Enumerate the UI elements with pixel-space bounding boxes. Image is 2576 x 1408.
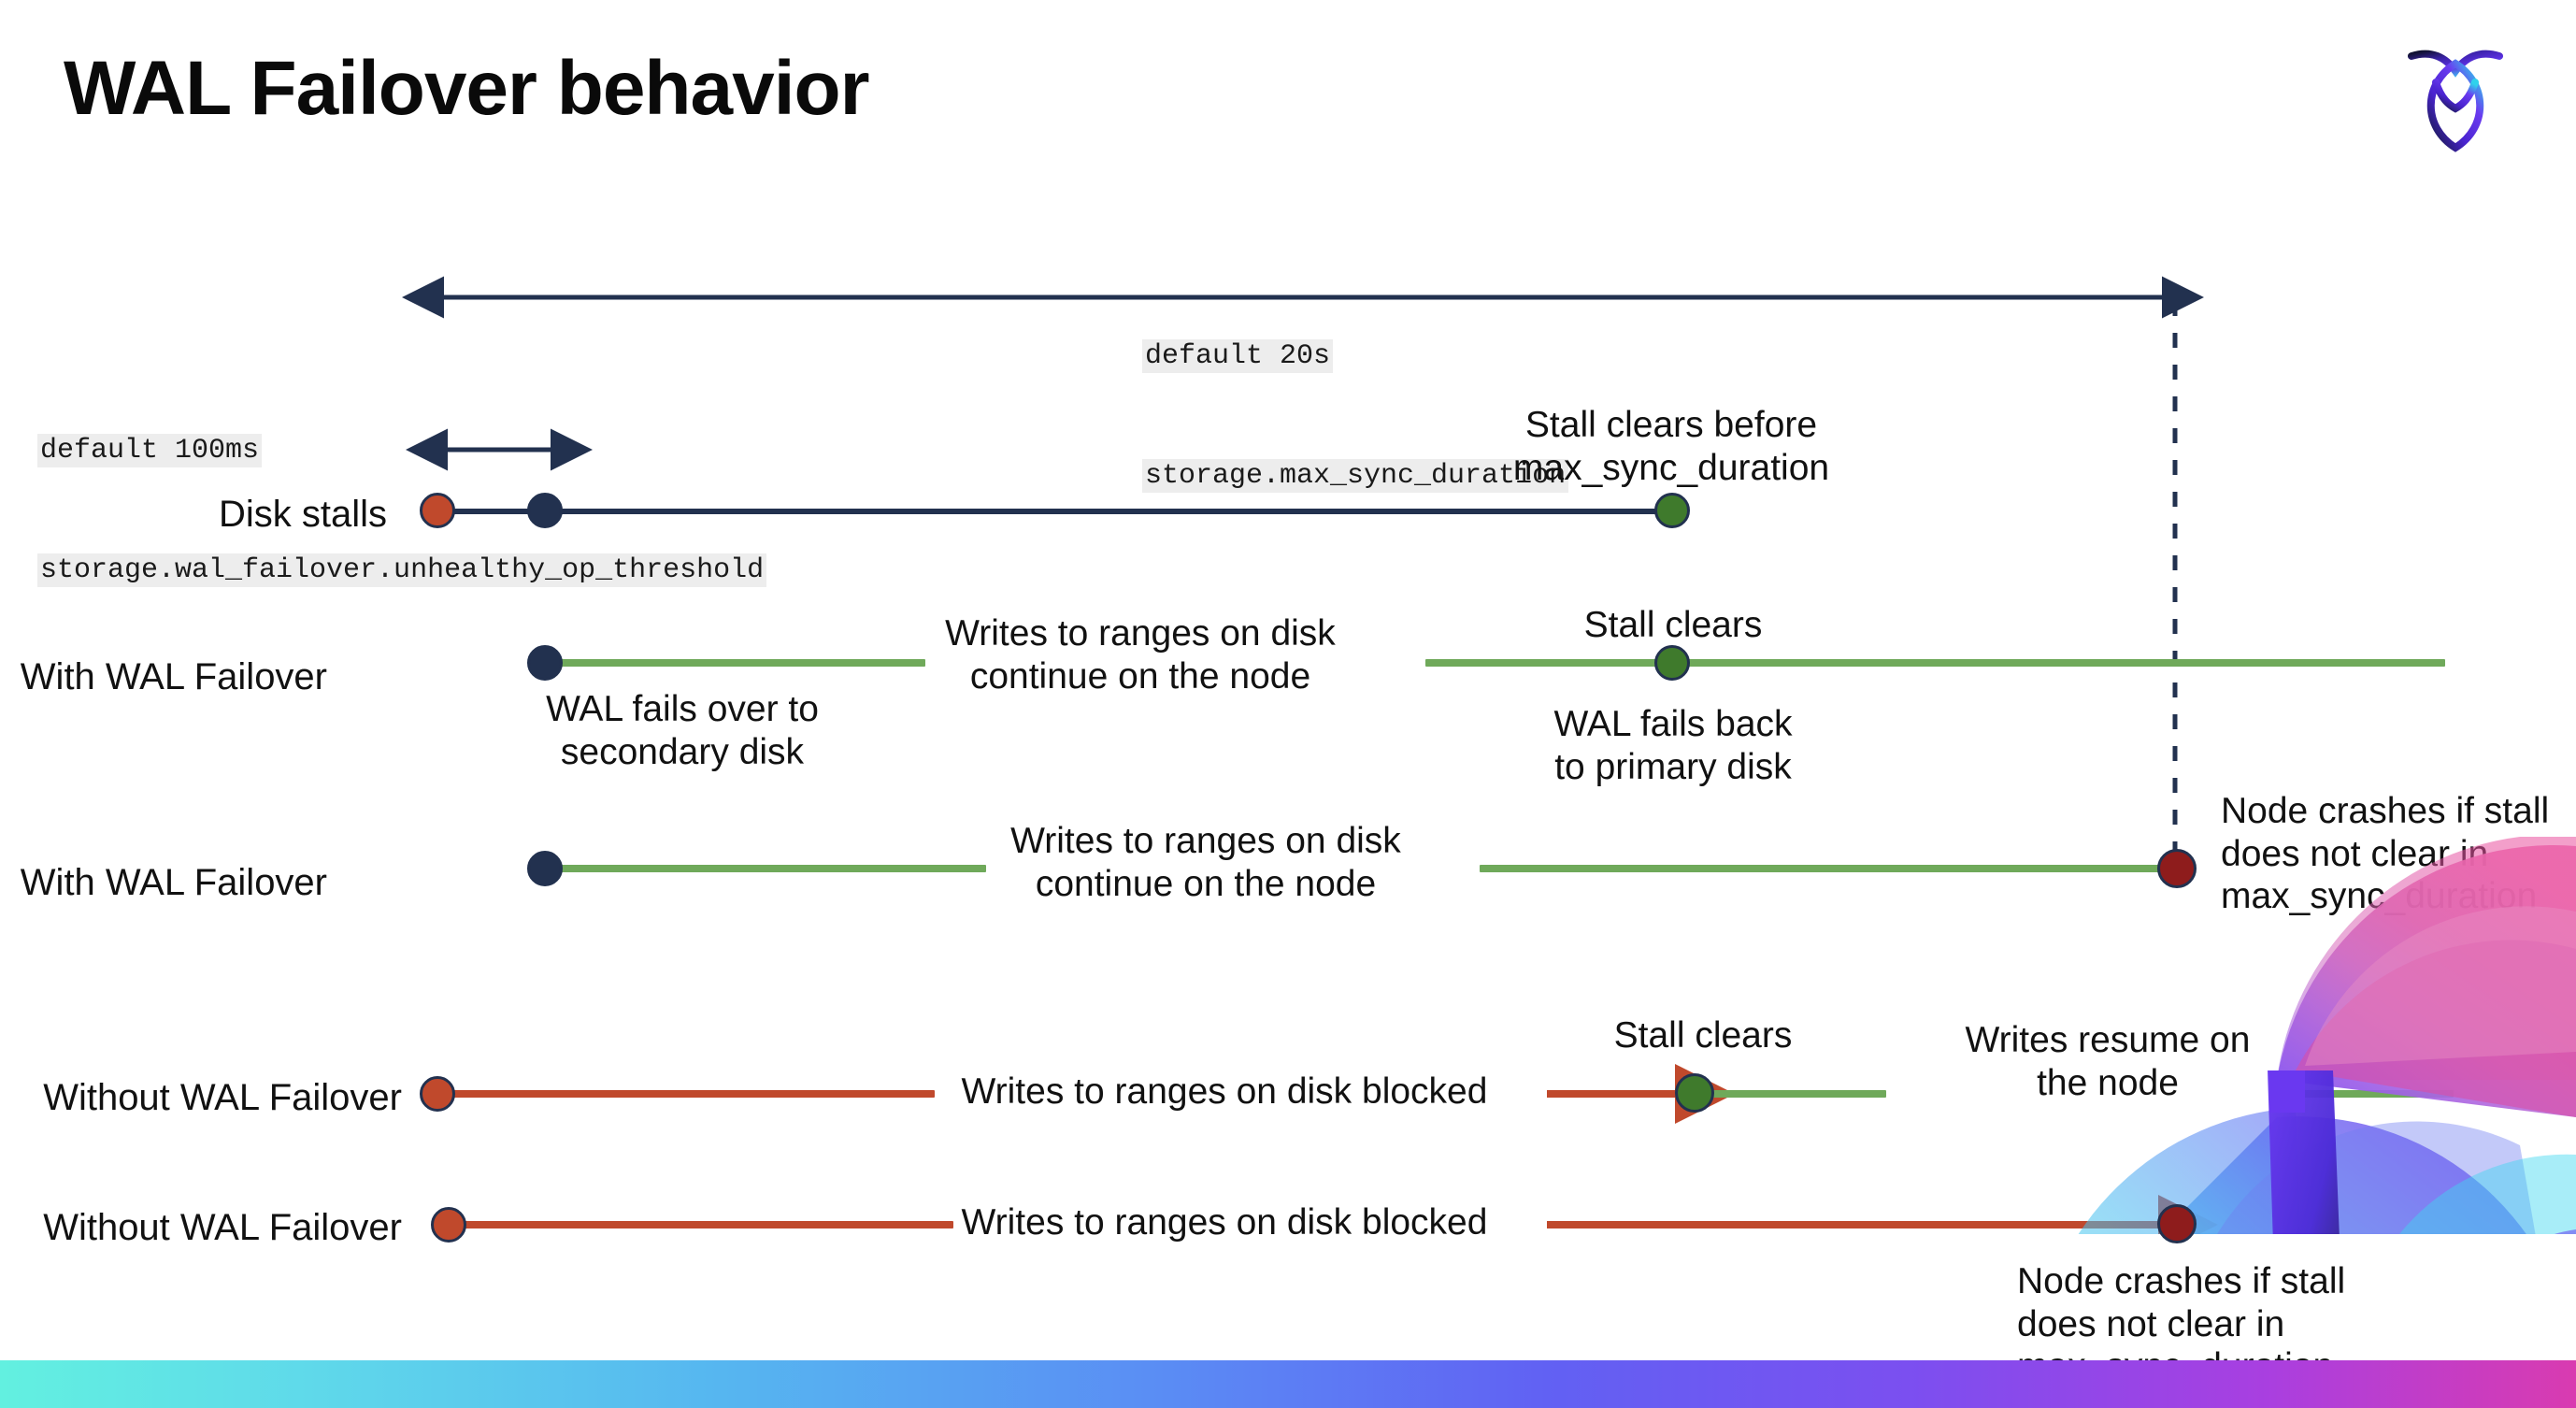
row-label-with-wal-failover-1: With WAL Failover (20, 656, 327, 697)
max-sync-default-label: default 20s (1142, 339, 1334, 374)
note-node-crashes-1: Node crashes if stall does not clear in … (2221, 791, 2550, 917)
unhealthy-op-setting-name: storage.wal_failover.unhealthy_op_thresh… (37, 553, 767, 587)
bottom-accent-bar (0, 1360, 2576, 1408)
without-wal-2-node-crash-dot (2157, 1204, 2197, 1243)
page-title: WAL Failover behavior (64, 46, 870, 131)
disk-stalls-start-dot (420, 493, 455, 528)
note-writes-resume: Writes resume on the node (1965, 1020, 2251, 1103)
row-label-without-wal-failover-1: Without WAL Failover (43, 1077, 402, 1118)
note-wal-fails-over: WAL fails over to secondary disk (546, 689, 819, 772)
with-wal-2-failover-dot (527, 851, 563, 886)
note-stall-clears-before-max-sync: Stall clears before max_sync_duration (1512, 405, 1830, 488)
note-stall-clears-1: Stall clears (1583, 605, 1763, 645)
with-wal-1-segment-b (1425, 659, 2445, 667)
max-sync-duration-callout: default 20s storage.max_sync_duration (1142, 257, 1569, 576)
with-wal-2-segment-a (545, 865, 986, 872)
without-wal-2-stall-start-dot (431, 1207, 466, 1243)
row-label-with-wal-failover-2: With WAL Failover (20, 862, 327, 903)
without-wal-1-stall-clears-dot (1675, 1073, 1714, 1113)
disk-stalls-threshold-dot (527, 493, 563, 528)
with-wal-1-failover-dot (527, 645, 563, 681)
max-sync-setting-name: storage.max_sync_duration (1142, 458, 1569, 493)
with-wal-2-node-crash-dot (2157, 849, 2197, 888)
with-wal-2-segment-b (1480, 865, 2178, 872)
disk-stalls-track (437, 509, 1673, 514)
without-wal-1-segment-c (2288, 1090, 2454, 1098)
unhealthy-op-threshold-callout: default 100ms storage.wal_failover.unhea… (37, 352, 767, 670)
note-plate-node-crashes-2 (1991, 1234, 2576, 1360)
note-writes-continue-2: Writes to ranges on disk continue on the… (1010, 821, 1401, 904)
without-wal-2-segment-a (449, 1221, 953, 1228)
note-writes-continue-1: Writes to ranges on disk continue on the… (945, 613, 1336, 697)
note-writes-blocked-1: Writes to ranges on disk blocked (961, 1071, 1488, 1112)
disk-stalls-clear-dot (1654, 493, 1690, 528)
without-wal-1-segment-b (1695, 1090, 1886, 1098)
row-label-disk-stalls: Disk stalls (218, 494, 387, 535)
with-wal-1-segment-a (545, 659, 925, 667)
note-wal-fails-back: WAL fails back to primary disk (1553, 704, 1793, 787)
without-wal-1-stall-start-dot (420, 1076, 455, 1112)
note-writes-blocked-2: Writes to ranges on disk blocked (961, 1202, 1488, 1243)
cockroach-labs-logo-icon (2395, 26, 2516, 157)
without-wal-1-segment-a (437, 1090, 935, 1098)
unhealthy-op-default-label: default 100ms (37, 434, 263, 468)
note-stall-clears-2: Stall clears (1613, 1015, 1793, 1056)
row-label-without-wal-failover-2: Without WAL Failover (43, 1207, 402, 1248)
with-wal-1-stall-clears-dot (1654, 645, 1690, 681)
